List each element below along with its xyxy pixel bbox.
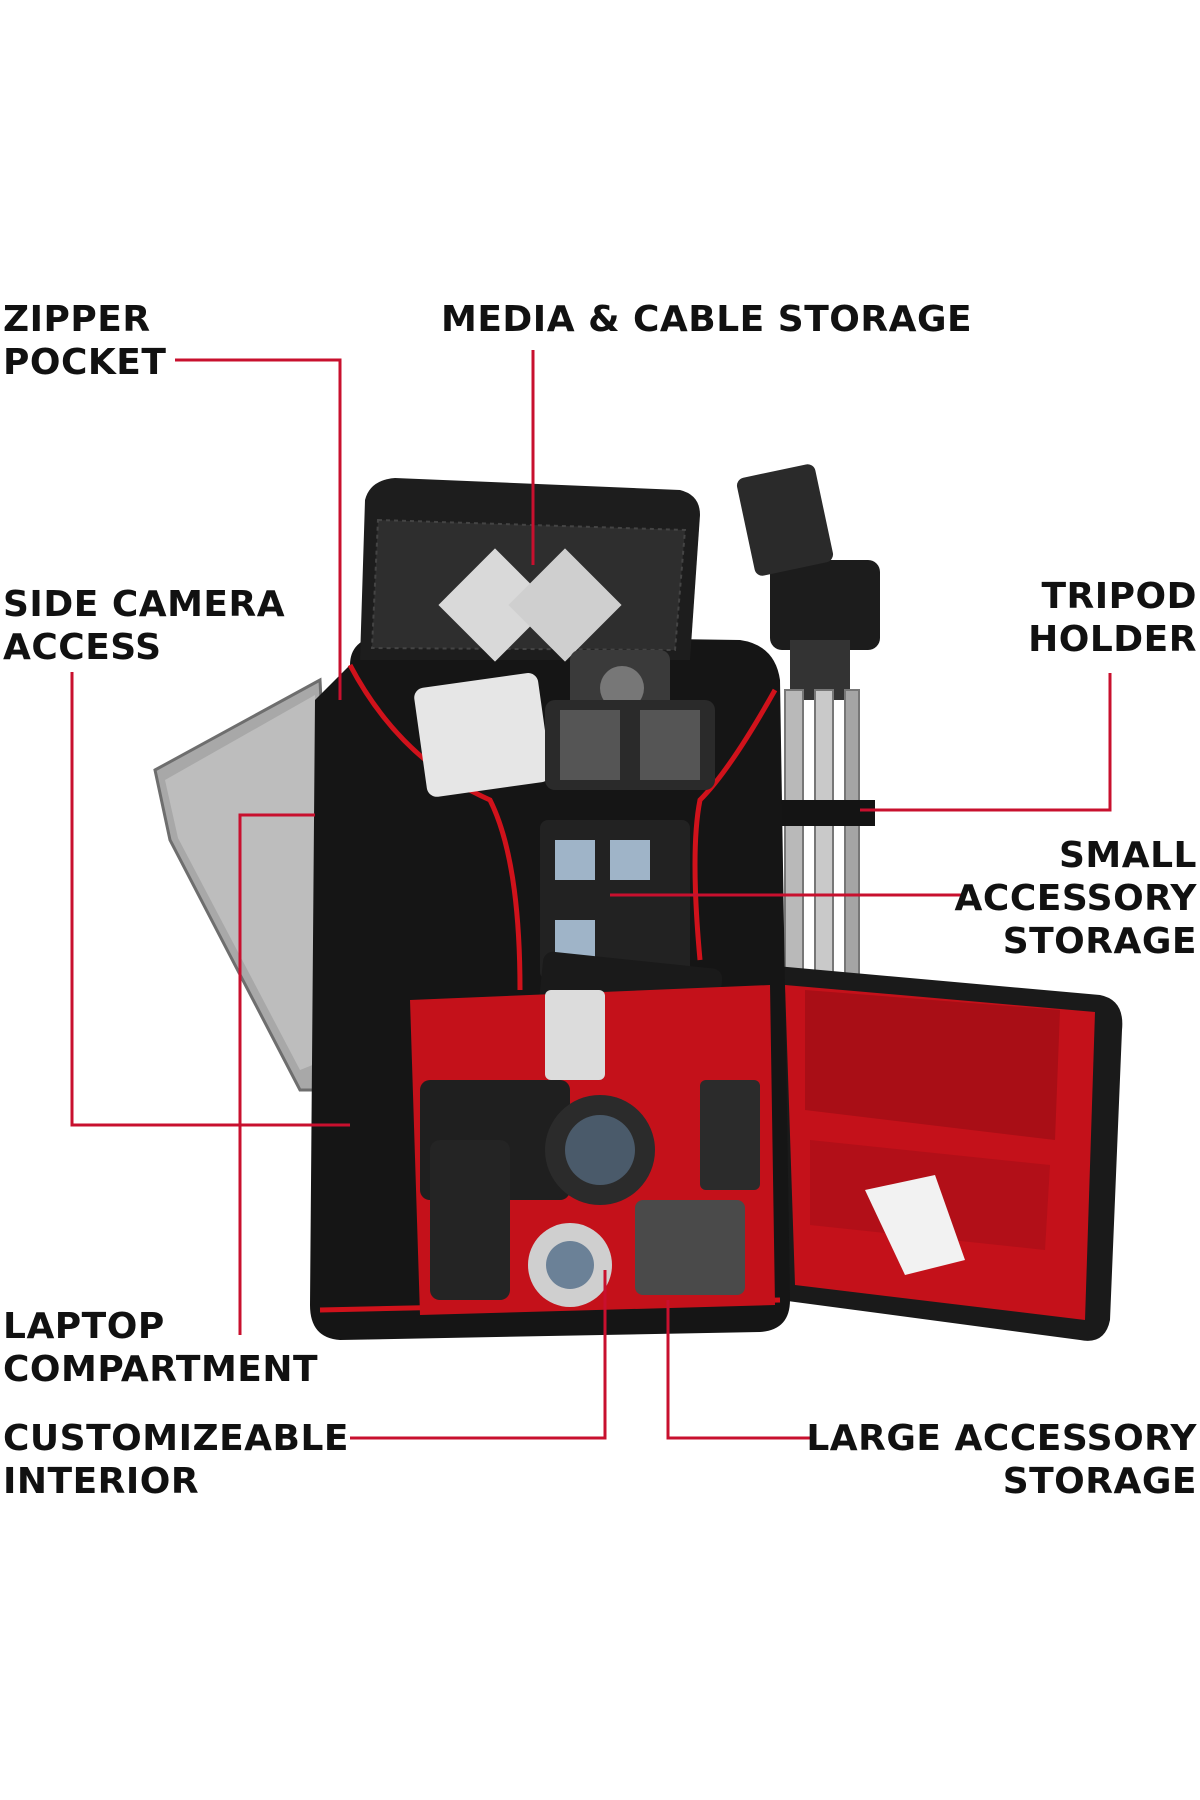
leader-lines [70,350,1112,1440]
interior-compartment [410,985,775,1315]
zipper-pocket-label: ZIPPER POCKET [3,298,166,384]
media-cable-storage-line-1: MEDIA & CABLE STORAGE [441,299,973,340]
large-accessory-storage-line-2: STORAGE [1002,1461,1197,1502]
media-cable-storage-label: MEDIA & CABLE STORAGE [441,298,972,341]
leader-line-large-accessory [666,1300,810,1440]
side-camera-access-line-2: ACCESS [3,627,162,668]
large-accessory-storage-line-1: LARGE ACCESSORY [806,1418,1197,1459]
leader-line-zipper-pocket [175,358,342,700]
side-camera-access-label: SIDE CAMERA ACCESS [3,583,285,669]
top-compartment-gear [414,650,715,797]
leader-line-tripod-holder [860,673,1112,812]
leader-line-side-camera [70,672,350,1127]
small-accessory-storage-line-1: SMALL [1059,835,1197,876]
small-accessory-storage-line-3: STORAGE [1002,921,1197,962]
laptop-compartment-line-1: LAPTOP [3,1306,165,1347]
customizeable-interior-line-2: INTERIOR [3,1461,200,1502]
customizeable-interior-label: CUSTOMIZEABLE INTERIOR [3,1417,349,1503]
leader-line-laptop-compartment [238,813,315,1335]
small-accessory-storage-label: SMALL ACCESSORY STORAGE [955,834,1197,963]
tripod-holder-line-1: TRIPOD [1041,576,1197,617]
customizeable-interior-line-1: CUSTOMIZEABLE [3,1418,349,1459]
laptop-compartment-line-2: COMPARTMENT [3,1349,319,1390]
laptop-compartment-label: LAPTOP COMPARTMENT [3,1305,318,1391]
large-accessory-storage-label: LARGE ACCESSORY STORAGE [806,1417,1197,1503]
lid-mesh-illustration [360,478,700,662]
side-camera-access-line-1: SIDE CAMERA [3,584,286,625]
laptop-illustration [153,677,342,1092]
tripod-holder-label: TRIPOD HOLDER [1028,575,1197,661]
leader-line-customizeable-interior [350,1270,607,1440]
tripod-holder-line-2: HOLDER [1028,619,1197,660]
zipper-pocket-line-2: POCKET [3,342,167,383]
small-accessory-storage-line-2: ACCESSORY [954,878,1197,919]
open-flap-illustration [765,965,1123,1341]
zipper-pocket-line-1: ZIPPER [3,299,151,340]
